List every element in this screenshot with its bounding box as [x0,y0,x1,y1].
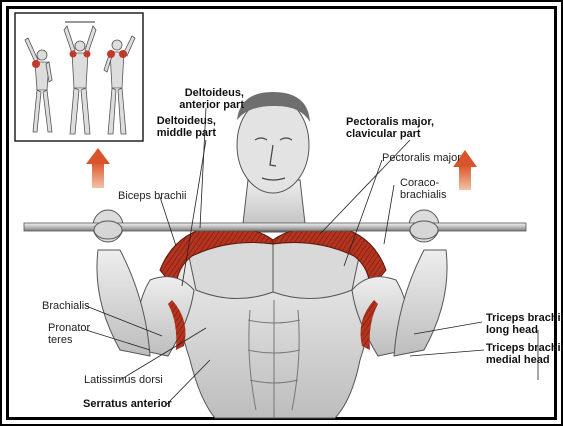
label-pectoralis-clavicular: Pectoralis major, clavicular part [346,116,435,140]
inset-figures [14,12,144,142]
label-deltoideus-middle: Deltoideus, middle part [156,115,216,139]
up-arrow-icon-left [86,148,110,188]
figure-body [92,92,448,419]
label-serratus-anterior: Serratus anterior [83,398,172,410]
label-pronator-teres: Pronator teres [48,322,91,346]
leader-lines [85,107,539,406]
label-latissimus-dorsi: Latissimus dorsi [84,374,163,386]
label-coracobrachialis: Coraco- brachialis [400,177,447,201]
label-brachialis: Brachialis [42,300,90,312]
label-biceps-brachii: Biceps brachii [118,190,187,202]
label-triceps-long-head: Triceps brachii, long head [486,312,563,336]
label-pectoralis-major: Pectoralis major [382,152,461,164]
label-triceps-medial-head: Triceps brachii, medial head [486,342,563,366]
label-deltoideus-anterior: Deltoideus, anterior part [179,87,244,111]
up-arrow-icon-right [453,150,477,190]
barbell [23,222,527,232]
